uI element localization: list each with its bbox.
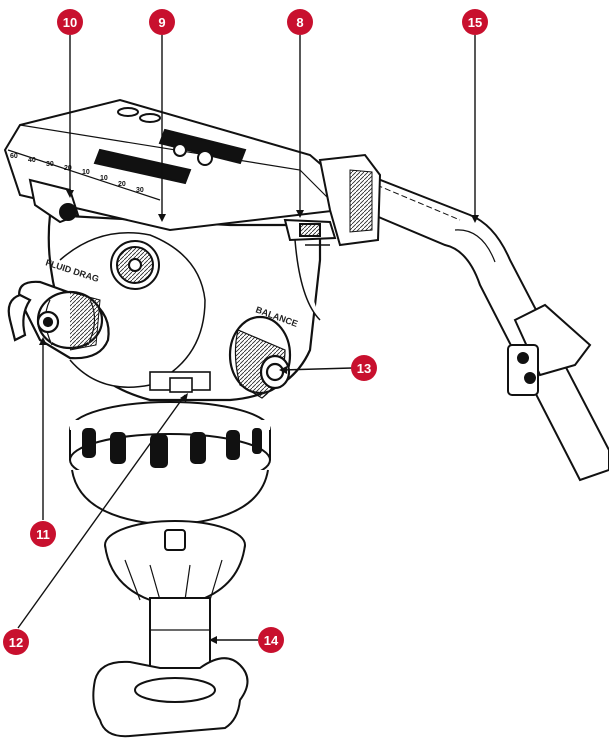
callout-15-number: 15 [468,15,482,30]
svg-text:60: 60 [10,153,18,160]
leader-lines [17,35,476,641]
callout-11-number: 11 [36,527,50,542]
leader-13 [281,367,353,371]
callout-9-number: 9 [158,15,165,30]
callout-12-number: 12 [9,635,23,650]
fluid-drag-knob [7,280,110,360]
svg-text:10: 10 [82,169,90,176]
svg-text:30: 30 [46,161,54,168]
callout-8: 8 [287,9,313,35]
balance-knob [228,315,292,399]
svg-text:20: 20 [64,165,72,172]
svg-text:10: 10 [100,175,108,182]
callout-9: 9 [149,9,175,35]
tilt-scale: 60 40 30 20 10 10 20 30 [7,149,161,201]
callout-13-number: 13 [357,361,371,376]
callout-13: 13 [351,355,377,381]
camera-plate [3,98,347,232]
tie-down-knob [92,657,249,738]
svg-text:40: 40 [28,157,36,164]
callout-15: 15 [462,9,488,35]
leader-12 [17,394,186,629]
pan-bar-clamp [507,303,592,396]
svg-text:30: 30 [136,187,144,194]
tilt-lock-lever [28,178,80,224]
pan-bar-socket [318,153,382,247]
half-ball-adapter [104,520,246,699]
callout-14-number: 14 [264,633,279,648]
bowl-ring [69,401,271,527]
callout-11: 11 [30,521,56,547]
rosette [110,240,160,290]
plate-release-lever [283,218,337,242]
callout-14: 14 [258,627,284,653]
callout-10-number: 10 [63,15,77,30]
callout-12: 12 [3,629,29,655]
svg-text:20: 20 [118,181,126,188]
callout-10: 10 [57,9,83,35]
callout-8-number: 8 [296,15,303,30]
pan-bar [348,168,609,482]
leader-arrowheads [39,190,479,644]
